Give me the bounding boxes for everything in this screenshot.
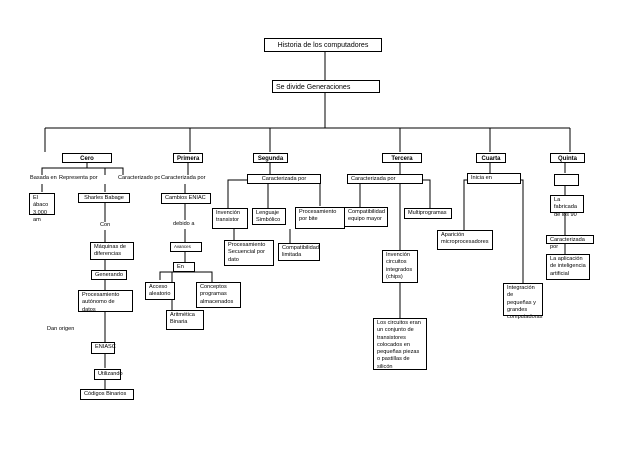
primera-aritmetica-box: Aritmética Binaria [166,310,204,330]
cero-representa-label: Representa por [58,175,99,183]
cero-caracterizado-label: Caracterizado por [117,175,164,183]
primera-avances-box: Avances [170,242,202,252]
title-box: Historia de los computadores [264,38,382,52]
primera-conceptos-box: Conceptos programas almacenados [196,282,241,308]
gen-segunda: Segunda [253,153,288,163]
cero-maquinas-box: Máquinas de diferencias [90,242,134,260]
tercera-circuitos-texto-box: Los circuitos eran un conjunto de transi… [373,318,427,370]
cero-eniac-box: ENIASC [91,342,116,354]
segunda-procsec-box: Procesamiento Secuencial por dato [224,240,274,266]
tercera-compat-box: Compatibilidad equipo mayor [344,207,388,227]
primera-caracterizada-label: Caracterizada por [160,175,207,183]
segunda-lenguaje-box: Lenguaje Simbólico [252,208,286,225]
cero-con-label: Con [99,222,112,230]
cuarta-inicia-box: Inicia en [467,173,521,184]
cero-generando-box: Generando [91,270,127,280]
quinta-aplicacion-box: La aplicación de inteligencia artificial [546,254,590,280]
gen-cero: Cero [62,153,112,163]
cero-abaco-box: El ábaco 3.000 am [29,193,55,223]
cero-utilizando-box: Utilizando [94,369,123,380]
primera-acceso-box: Acceso aleatorio [145,282,175,300]
gen-primera: Primera [173,153,203,163]
cero-procesamiento-box: Procesamiento autónomo de datos [78,290,133,313]
cero-basada-label: Basada en [29,175,58,183]
quinta-caracterizada-box: Caracterizada por [546,235,594,250]
tercera-caracterizada-box: Caracterizada por [347,174,423,184]
primera-cambios-box: Cambios ENIAC [161,193,211,204]
gen-quinta: Quinta [550,153,585,163]
cero-codigos-box: Códigos Binarios [80,389,134,400]
tercera-circuitos-box: Invención circuitos integrados (chips) [382,250,418,283]
gen-tercera: Tercera [382,153,422,163]
quinta-top-box [554,174,579,186]
tercera-multiprogramas-box: Multiprogramas [404,208,452,219]
quinta-fabricada-box: La fabricada de los 90 [550,195,584,218]
gen-cuarta: Cuarta [476,153,506,163]
segunda-procbit-box: Procesamiento por bite [295,207,345,229]
divide-box: Se divide Generaciones [272,80,380,93]
segunda-compat-box: Compatibilidad limitada [278,243,320,261]
cero-dan-origen-label: Dan origen [46,326,76,334]
cero-babage-box: Sharles Babage [78,193,130,203]
cuarta-integracion-box: Integración de pequeñas y grandes comput… [503,283,543,320]
primera-en-box: En [173,262,195,272]
cuarta-aparicion-box: Aparición microprocesadores [437,230,493,250]
segunda-caracterizada-box: Caracterizada por [247,174,321,184]
segunda-invencion-box: Invención transistor [212,208,248,229]
primera-debido-label: debido a [172,221,196,229]
